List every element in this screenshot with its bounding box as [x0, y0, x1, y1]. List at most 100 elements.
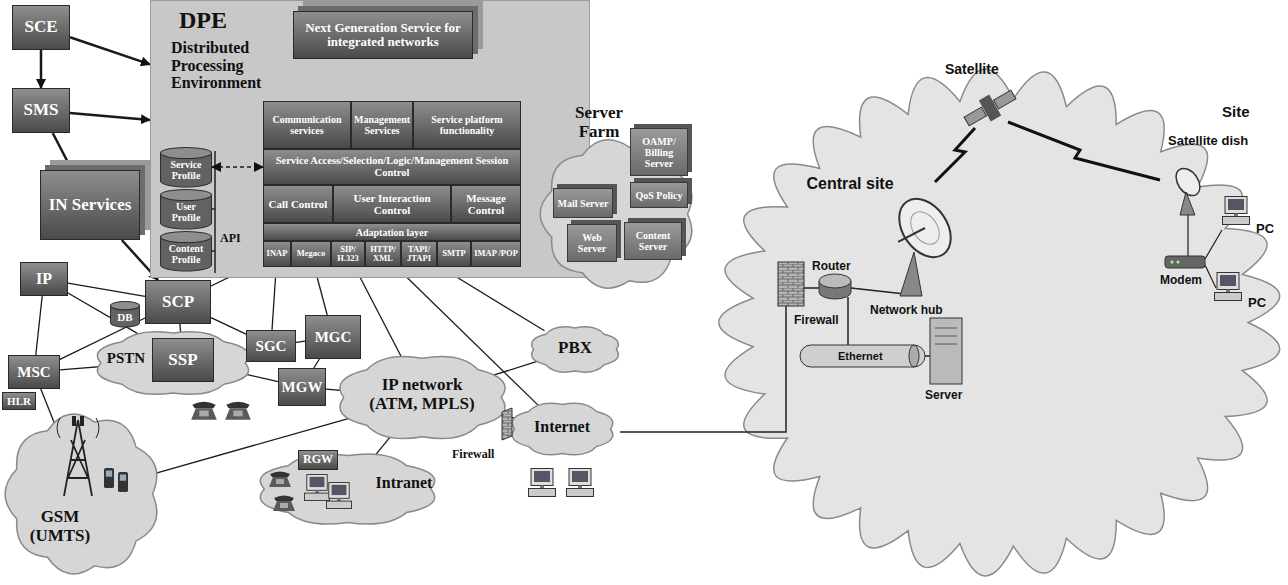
process-box: SSP: [152, 338, 214, 382]
process-box: MGW: [278, 368, 326, 406]
node-text: PSTN: [104, 350, 148, 367]
server-box: Web Server: [567, 224, 617, 262]
node-text: Internet: [517, 418, 607, 436]
database-cylinder: User Profile: [160, 189, 212, 229]
server-box: Content Server: [624, 222, 682, 260]
process-box: RGW: [298, 450, 338, 470]
network-cloud: Internet: [505, 398, 620, 460]
node-text: DPE: [179, 7, 249, 33]
server-box: Mail Server: [553, 188, 613, 218]
node-text: SSP: [168, 351, 197, 370]
node-text: Server Farm: [568, 104, 630, 141]
node-text: IMAP /POP: [474, 249, 518, 258]
platform-panel: DPEDistributed Processing EnvironmentNex…: [150, 0, 590, 278]
node-text: Service Profile: [162, 159, 210, 181]
network-cloud: PSTN SSP: [88, 326, 258, 400]
connector: [53, 133, 72, 170]
database-cylinder: DB: [110, 301, 140, 327]
node-text: Management Services: [354, 114, 410, 136]
node-text: SMTP: [442, 249, 466, 258]
process-box: TAPI/ JTAPI: [401, 241, 437, 267]
node-text: Content Server: [627, 230, 679, 252]
server-box: OAMP/ Billing Server: [630, 128, 688, 176]
node-text: DB: [117, 311, 132, 323]
process-box: HTTP/ XML: [365, 241, 401, 267]
connector: [211, 318, 246, 335]
process-box: Communication services: [263, 101, 351, 149]
node-text: GSM (UMTS): [20, 508, 100, 545]
stacked-box: Next Generation Service for integrated n…: [293, 11, 473, 59]
label-text: Modem: [1160, 274, 1202, 287]
node-text: HLR: [7, 395, 31, 407]
node-text: Content Profile: [162, 243, 210, 265]
cloud-outline: [532, 327, 619, 372]
node-text: INAP: [267, 249, 288, 258]
connector: [139, 415, 360, 478]
node-text: Next Generation Service for integrated n…: [296, 21, 470, 50]
network-cloud: Server FarmOAMP/ Billing ServerQoS Polic…: [535, 104, 700, 294]
node-text: Intranet: [368, 474, 440, 492]
process-box: INAP: [263, 241, 291, 267]
label-text: API: [220, 232, 241, 245]
process-box: Message Control: [451, 185, 521, 223]
process-box: SIP/ H.323: [331, 241, 365, 267]
node-text: Communication services: [266, 114, 348, 136]
cloud-outline: [97, 332, 248, 395]
node-text: SMS: [24, 101, 59, 120]
label-text: Network hub: [870, 304, 943, 317]
node-text: IN Services: [49, 196, 132, 215]
node-text: Message Control: [454, 192, 518, 216]
process-box: User Interaction Control: [333, 185, 451, 223]
process-box: MSC: [8, 355, 60, 389]
node-text: SIP/ H.323: [334, 245, 362, 264]
cloud-outline: [5, 414, 157, 574]
label-text: Ethernet: [838, 350, 883, 362]
process-box: Megaco: [291, 241, 331, 267]
database-cylinder: Content Profile: [160, 231, 212, 271]
network-cloud: IP network (ATM, MPLS): [330, 350, 515, 445]
connector: [296, 341, 305, 342]
node-text: SCE: [24, 18, 57, 37]
node-text: Central site: [800, 175, 900, 193]
database-cylinder: Service Profile: [160, 147, 212, 187]
internet-pcs: [529, 469, 594, 497]
label-text: PC: [1248, 296, 1266, 310]
process-box: SCP: [145, 280, 211, 324]
pstn-phones: [191, 402, 251, 420]
process-box: SMTP: [437, 241, 471, 267]
cylinder-top: [161, 232, 212, 243]
label-text: Satellite dish: [1168, 134, 1248, 148]
connector: [355, 267, 406, 365]
cloud-shape: [0, 408, 165, 580]
label-text: Site: [1222, 104, 1250, 121]
node-text: IP network (ATM, MPLS): [357, 376, 487, 413]
cylinder-top: [111, 301, 140, 309]
process-box: Call Control: [263, 185, 333, 223]
process-box: IMAP /POP: [471, 241, 521, 267]
connector: [36, 296, 42, 355]
node-text: Megaco: [297, 249, 325, 258]
node-text: RGW: [303, 453, 333, 466]
node-text: Web Server: [570, 232, 614, 254]
node-text: MGW: [282, 379, 323, 396]
node-text: Service Access/Selection/Logic/Managemen…: [266, 155, 518, 178]
cylinder-top: [161, 148, 212, 159]
connector: [70, 113, 150, 120]
process-box: HLR: [2, 392, 36, 410]
connector: [68, 283, 145, 296]
process-box: MGC: [305, 315, 361, 359]
label-text: PC: [1256, 222, 1274, 236]
process-box: SMS: [12, 88, 70, 133]
node-text: SGC: [256, 338, 287, 355]
label-text: Router: [812, 260, 851, 273]
node-text: MGC: [315, 329, 352, 346]
node-text: Adaptation layer: [356, 227, 429, 238]
node-text: OAMP/ Billing Server: [633, 136, 685, 169]
node-text: MSC: [17, 364, 50, 381]
network-cloud: GSM (UMTS): [0, 408, 165, 580]
cylinder-top: [161, 190, 212, 201]
process-box: Adaptation layer: [263, 223, 521, 241]
cloud-outline: [719, 69, 1280, 576]
process-box: Service platform functionality: [413, 101, 521, 149]
network-cloud: PBX: [525, 322, 625, 377]
